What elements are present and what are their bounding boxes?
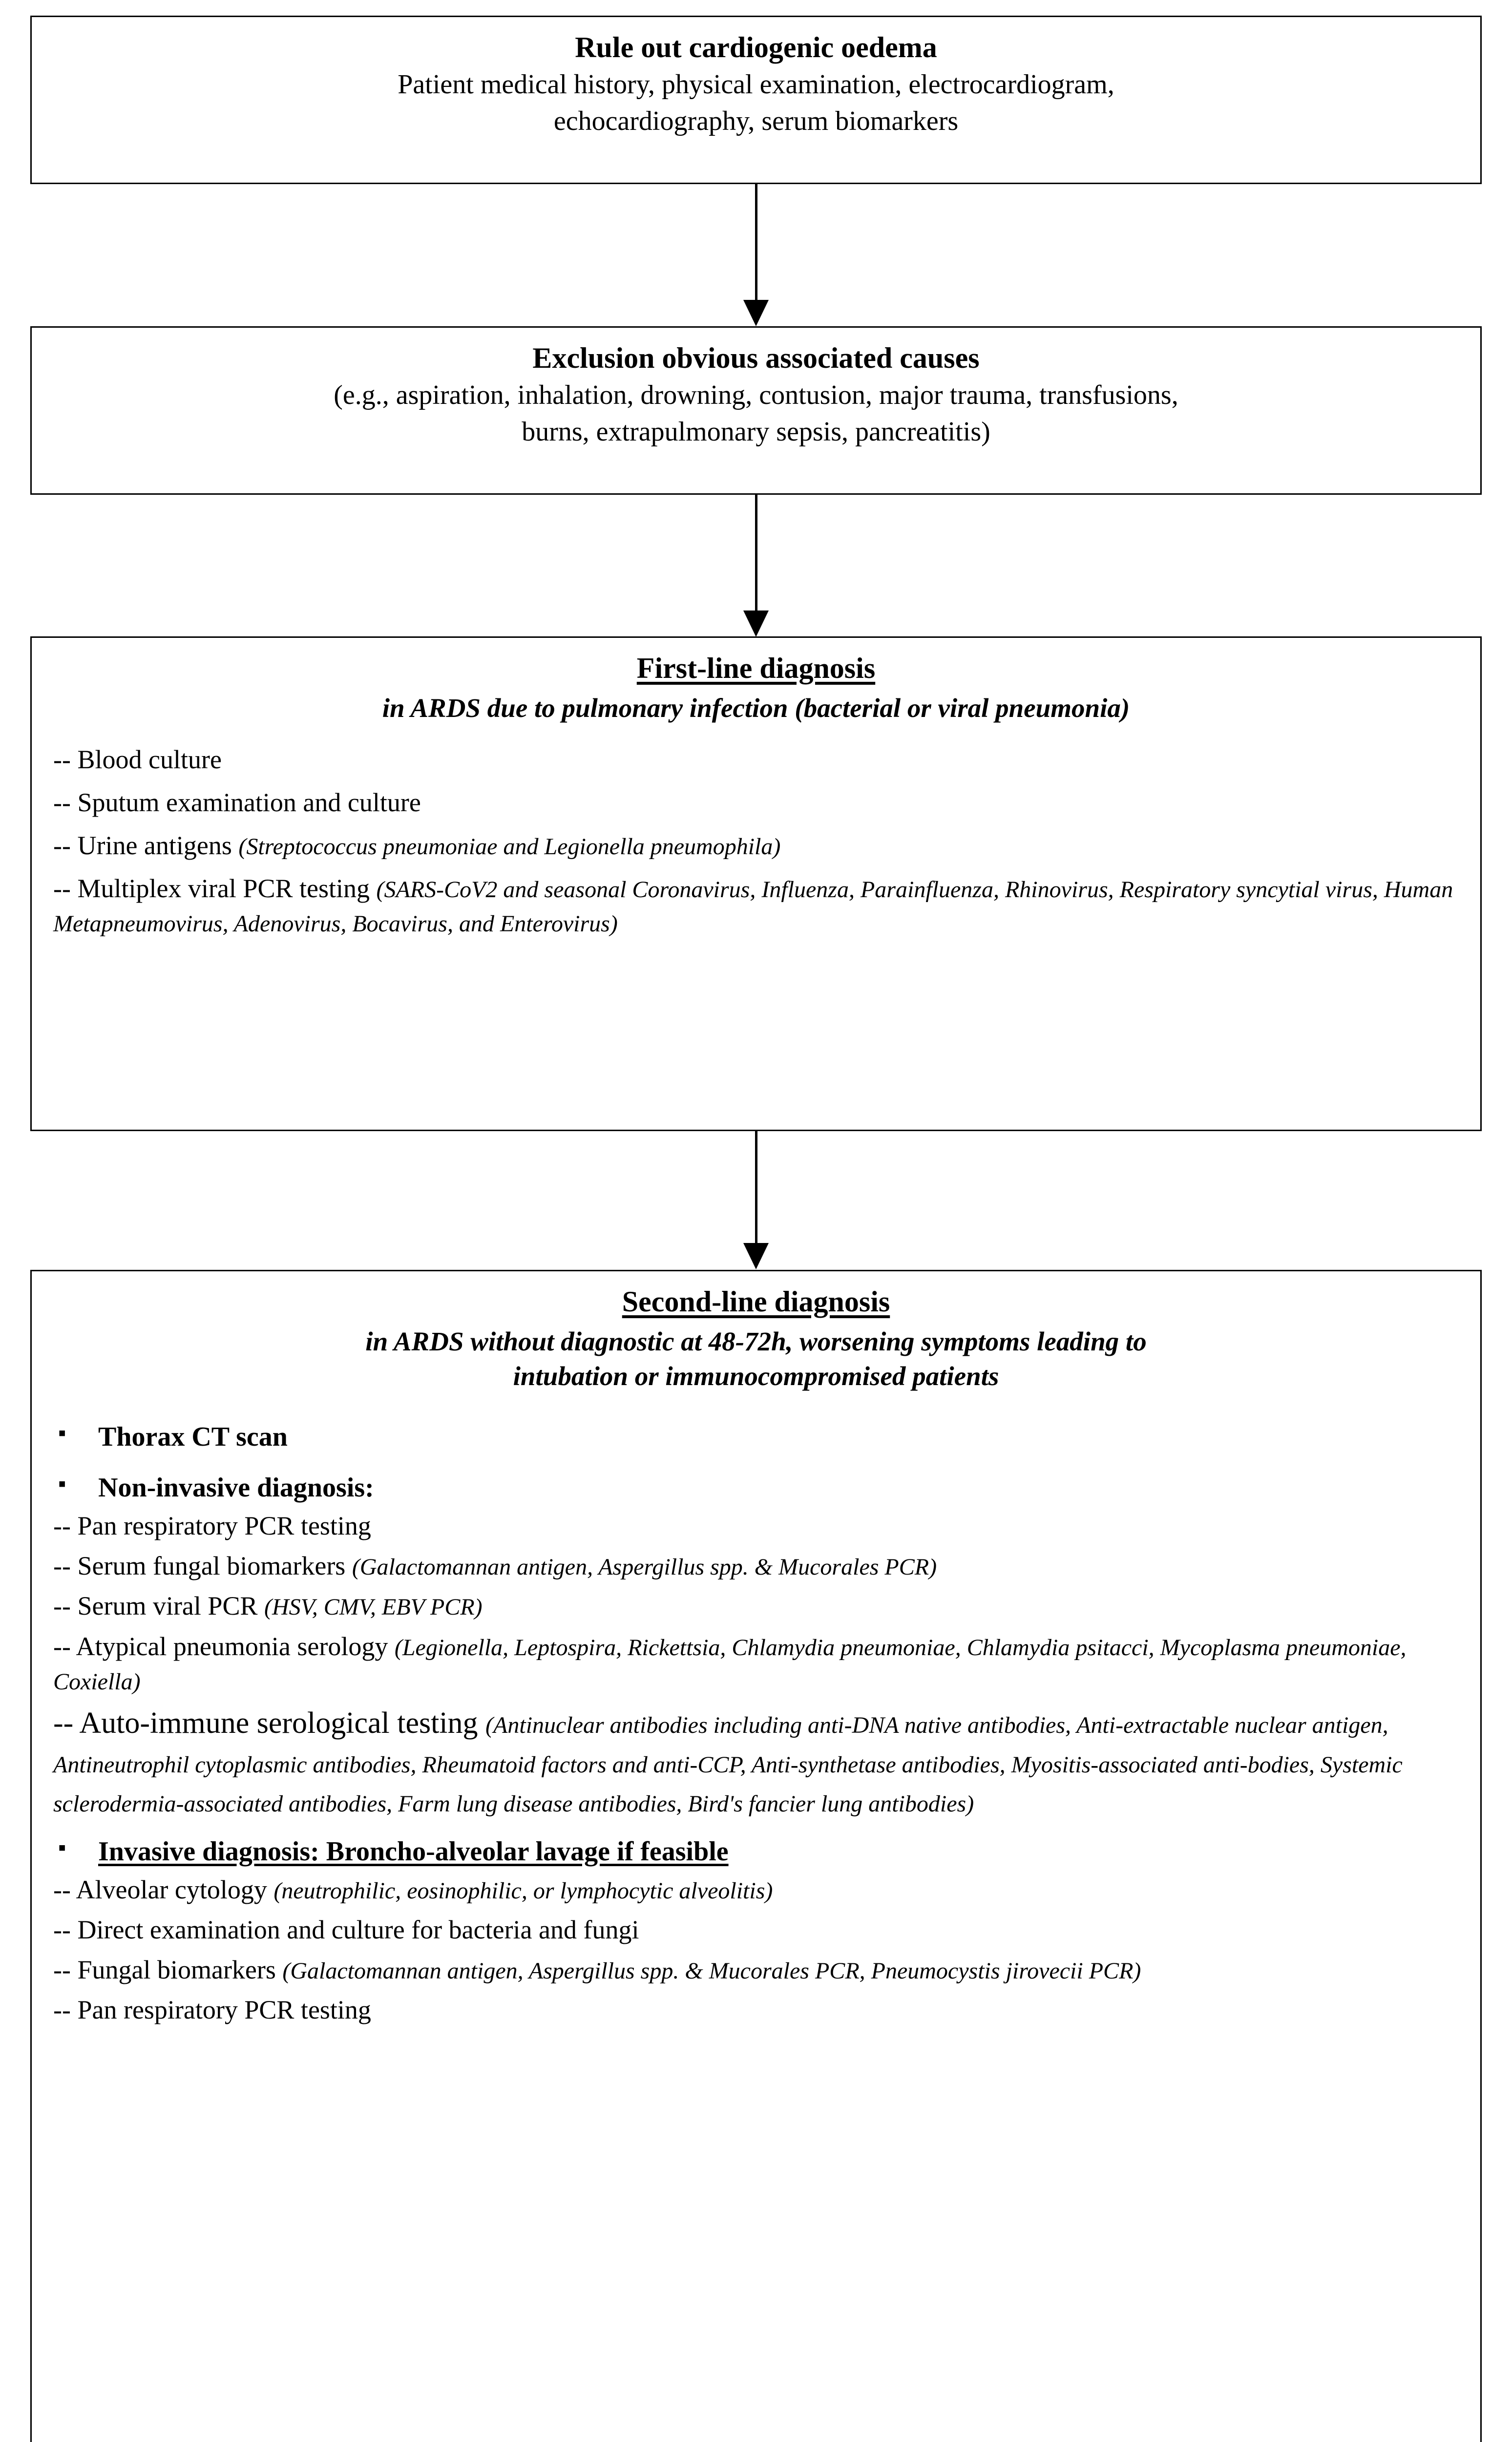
item-lead: -- Pan respiratory PCR testing: [53, 1511, 371, 1540]
box-content: Exclusion obvious associated causes (e.g…: [32, 328, 1480, 459]
list-item: -- Serum fungal biomarkers (Galactomanna…: [53, 1549, 1459, 1583]
box-heading: First-line diagnosis: [53, 651, 1459, 686]
list-item: -- Alveolar cytology (neutrophilic, eosi…: [53, 1873, 1459, 1907]
item-lead: -- Serum viral PCR: [53, 1591, 264, 1621]
bullet-invasive-diagnosis: Invasive diagnosis: Broncho-alveolar lav…: [53, 1833, 1459, 1869]
list-item: -- Direct examination and culture for ba…: [53, 1913, 1459, 1947]
first-line-item-list: -- Blood culture -- Sputum examination a…: [53, 742, 1459, 940]
list-item: -- Atypical pneumonia serology (Legionel…: [53, 1629, 1459, 1698]
item-lead: -- Direct examination and culture for ba…: [53, 1915, 639, 1944]
list-item: -- Urine antigens (Streptococcus pneumon…: [53, 828, 1459, 863]
list-item: -- Pan respiratory PCR testing: [53, 1509, 1459, 1543]
item-italic: (SARS-CoV2 and seasonal Coronavirus, Inf…: [53, 877, 1453, 937]
box-heading: Exclusion obvious associated causes: [532, 342, 980, 374]
item-italic: (Legionella, Leptospira, Rickettsia, Chl…: [53, 1634, 1407, 1695]
connector-line-3: [755, 1131, 757, 1243]
bullet-thorax-ct-scan: Thorax CT scan: [53, 1419, 1459, 1454]
list-item: -- Auto-immune serological testing (Anti…: [53, 1704, 1459, 1822]
box-body-line-1: (e.g., aspiration, inhalation, drowning,…: [334, 380, 1178, 411]
box-rule-out-cardiogenic-oedema: Rule out cardiogenic oedema Patient medi…: [30, 16, 1482, 184]
arrowhead-2-icon: [743, 610, 769, 637]
box-content: Rule out cardiogenic oedema Patient medi…: [32, 17, 1480, 148]
item-italic: (Galactomannan antigen, Aspergillus spp.…: [352, 1554, 937, 1580]
item-lead: -- Serum fungal biomarkers: [53, 1551, 352, 1581]
box-first-line-diagnosis: First-line diagnosis in ARDS due to pulm…: [30, 636, 1482, 1131]
box-content: First-line diagnosis in ARDS due to pulm…: [32, 638, 1480, 959]
list-item: -- Blood culture: [53, 742, 1459, 777]
item-italic: (HSV, CMV, EBV PCR): [264, 1594, 483, 1621]
connector-line-1: [755, 184, 757, 301]
item-lead: -- Blood culture: [53, 744, 222, 774]
item-italic: (Antinuclear antibodies including anti-D…: [53, 1712, 1403, 1817]
box-subtitle-line-2: intubation or immunocompromised patients: [513, 1361, 999, 1391]
arrowhead-3-icon: [743, 1243, 769, 1269]
item-italic: (Galactomannan antigen, Aspergillus spp.…: [282, 1958, 1141, 1984]
invasive-item-list: -- Alveolar cytology (neutrophilic, eosi…: [53, 1873, 1459, 2027]
list-item: -- Pan respiratory PCR testing: [53, 1993, 1459, 2027]
list-item: -- Multiplex viral PCR testing (SARS-CoV…: [53, 871, 1459, 940]
box-second-line-diagnosis: Second-line diagnosis in ARDS without di…: [30, 1270, 1482, 2442]
list-item: -- Serum viral PCR (HSV, CMV, EBV PCR): [53, 1589, 1459, 1623]
box-subtitle-line-1: in ARDS without diagnostic at 48-72h, wo…: [365, 1326, 1147, 1357]
bullet-non-invasive-diagnosis: Non-invasive diagnosis:: [53, 1470, 1459, 1505]
arrowhead-1-icon: [743, 300, 769, 326]
item-lead: -- Sputum examination and culture: [53, 787, 421, 817]
item-italic: (neutrophilic, eosinophilic, or lymphocy…: [273, 1877, 773, 1904]
box-heading: Rule out cardiogenic oedema: [575, 31, 937, 63]
bullet-invasive-diagnosis-text: Invasive diagnosis: Broncho-alveolar lav…: [98, 1836, 729, 1867]
box-body-line-2: burns, extrapulmonary sepsis, pancreatit…: [522, 416, 990, 447]
item-lead: -- Multiplex viral PCR testing: [53, 874, 377, 904]
box-subtitle: in ARDS due to pulmonary infection (bact…: [382, 693, 1130, 723]
box-heading-text: Second-line diagnosis: [622, 1285, 890, 1318]
box-heading-text: First-line diagnosis: [636, 652, 876, 684]
box-exclusion-obvious-associated-causes: Exclusion obvious associated causes (e.g…: [30, 326, 1482, 495]
item-lead: -- Alveolar cytology: [53, 1874, 274, 1904]
box-content: Second-line diagnosis in ARDS without di…: [32, 1271, 1480, 2049]
item-lead: -- Auto-immune serological testing: [53, 1706, 486, 1740]
box-body-line-1: Patient medical history, physical examin…: [398, 69, 1114, 100]
item-italic: (Streptococcus pneumoniae and Legionella…: [238, 833, 781, 860]
item-lead: -- Fungal biomarkers: [53, 1955, 283, 1985]
non-invasive-item-list: -- Pan respiratory PCR testing -- Serum …: [53, 1509, 1459, 1822]
spacer: [53, 1458, 1459, 1471]
list-item: -- Sputum examination and culture: [53, 785, 1459, 820]
item-lead: -- Urine antigens: [53, 830, 239, 860]
spacer: [53, 1393, 1459, 1420]
box-body-line-2: echocardiography, serum biomarkers: [553, 105, 959, 136]
connector-line-2: [755, 495, 757, 612]
list-item: -- Fungal biomarkers (Galactomannan anti…: [53, 1953, 1459, 1987]
item-lead: -- Pan respiratory PCR testing: [53, 1995, 371, 2025]
item-lead: -- Atypical pneumonia serology: [53, 1631, 395, 1661]
box-heading: Second-line diagnosis: [53, 1284, 1459, 1320]
